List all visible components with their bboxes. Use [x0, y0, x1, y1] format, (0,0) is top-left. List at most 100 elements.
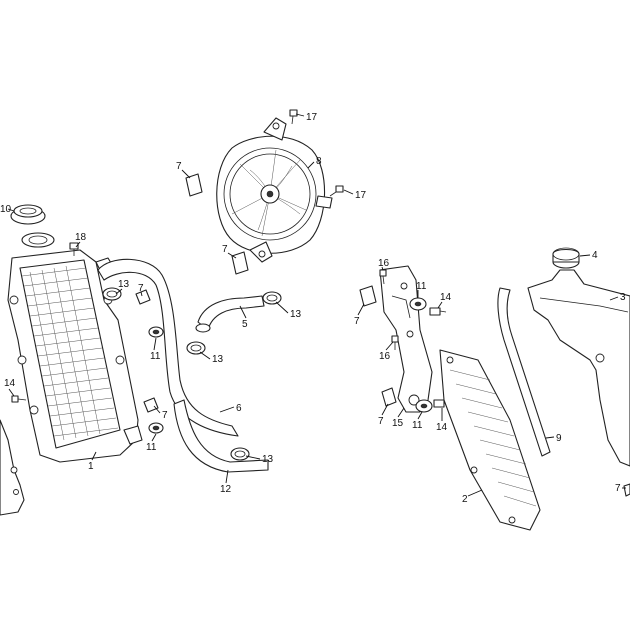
clip-7f: [381, 387, 397, 407]
callout-number: 13: [118, 279, 130, 290]
left-mount-bracket: [0, 419, 25, 516]
callout-c-2: 2: [462, 489, 483, 505]
callout-number: 1: [88, 461, 94, 472]
callout-c-16a: 16: [378, 258, 390, 271]
grommet-11c: [409, 297, 427, 311]
callout-leader-line: [307, 161, 315, 169]
callout-leader-line: [245, 455, 261, 460]
radiator-guard: [439, 349, 541, 531]
callout-number: 15: [392, 418, 404, 429]
callout-c-17a: 17: [295, 112, 318, 123]
callout-number: 11: [416, 281, 427, 292]
callout-leader-line: [7, 208, 15, 212]
callout-leader-line: [609, 296, 619, 301]
callout-number: 14: [436, 422, 448, 433]
callout-leader-line: [140, 291, 143, 297]
filler-neck: [21, 232, 55, 248]
callout-c-18: 18: [75, 232, 87, 248]
hose-clamp-13b: [186, 341, 206, 355]
callout-number: 7: [176, 161, 182, 172]
callout-number: 7: [615, 483, 621, 494]
callout-c-7f: 7: [378, 403, 389, 427]
callout-number: 10: [0, 204, 12, 215]
cooling-fan: [216, 117, 333, 263]
callout-leader-line: [151, 433, 157, 442]
callout-c-13d: 13: [245, 454, 274, 465]
callout-leader-line: [219, 406, 235, 413]
callout-number: 11: [146, 442, 157, 453]
callout-number: 2: [462, 494, 468, 505]
callout-number: 7: [354, 316, 360, 327]
callout-leader-line: [437, 301, 443, 309]
callout-leader-line: [385, 341, 394, 351]
overflow-pipe-9: [497, 287, 551, 457]
screw-18: [69, 242, 79, 256]
callout-number: 13: [262, 454, 274, 465]
clip-7a: [135, 289, 151, 305]
hose-5: [195, 295, 265, 333]
callout-leader-line: [153, 405, 161, 414]
callout-number: 13: [212, 354, 224, 365]
callout-leader-line: [239, 305, 247, 319]
callout-number: 18: [75, 232, 87, 243]
callout-leader-line: [467, 489, 483, 497]
callout-leader-line: [153, 337, 157, 351]
callout-c-7a: 7: [138, 283, 144, 297]
screw-17b: [329, 185, 344, 197]
hose-clamp-13d: [230, 447, 250, 461]
bolt-16b: [391, 335, 399, 350]
callout-leader-line: [343, 189, 354, 195]
callout-leader-line: [199, 351, 211, 360]
callout-number: 8: [316, 156, 322, 167]
callout-c-13b: 13: [199, 351, 224, 365]
callout-number: 13: [290, 309, 302, 320]
callout-number: 16: [378, 258, 390, 269]
callout-c-14b: 14: [437, 292, 452, 309]
callout-number: 7: [162, 410, 168, 421]
mounting-bracket-15: [379, 265, 433, 413]
callout-number: 3: [620, 292, 626, 303]
callout-leader-line: [227, 252, 237, 259]
callout-leader-line: [295, 113, 305, 117]
radiator-core: [7, 249, 143, 463]
callout-c-1: 1: [88, 451, 97, 472]
screw-17a: [289, 109, 298, 125]
callout-number: 16: [379, 351, 391, 362]
expansion-tank: [527, 269, 630, 467]
callout-number: 12: [220, 484, 232, 495]
callout-leader-line: [579, 254, 591, 257]
callout-c-14a: 14: [4, 378, 16, 397]
callout-c-16b: 16: [379, 341, 394, 362]
callout-number: 11: [150, 351, 161, 362]
bolt-14b: [429, 307, 447, 316]
bolt-14-left: [11, 395, 27, 403]
callout-c-3: 3: [609, 292, 626, 303]
clip-7c: [185, 173, 203, 197]
hose-clamp-13c: [262, 291, 282, 305]
callout-c-7b: 7: [153, 405, 168, 421]
callout-leader-line: [115, 288, 123, 295]
callout-number: 7: [222, 244, 228, 255]
callout-number: 14: [4, 378, 16, 389]
hose-12: [173, 399, 269, 473]
callout-number: 4: [592, 250, 598, 261]
callout-leader-line: [91, 451, 97, 461]
callout-number: 5: [242, 319, 248, 330]
callout-number: 17: [355, 190, 367, 201]
callout-leader-line: [417, 411, 423, 420]
callout-c-11c: 11: [416, 281, 427, 298]
callout-leader-line: [275, 301, 289, 314]
callout-number: 6: [236, 403, 242, 414]
callout-leader-line: [357, 303, 365, 316]
radiator-cap: [10, 204, 46, 225]
callout-leader-line: [381, 403, 389, 416]
callout-leader-line: [545, 436, 555, 439]
clip-7d: [231, 251, 249, 275]
tank-cap: [552, 247, 580, 269]
callout-leader-line: [225, 469, 229, 484]
grommet-11a: [148, 326, 164, 338]
callout-c-15: 15: [392, 407, 405, 429]
callout-c-10: 10: [0, 204, 15, 215]
